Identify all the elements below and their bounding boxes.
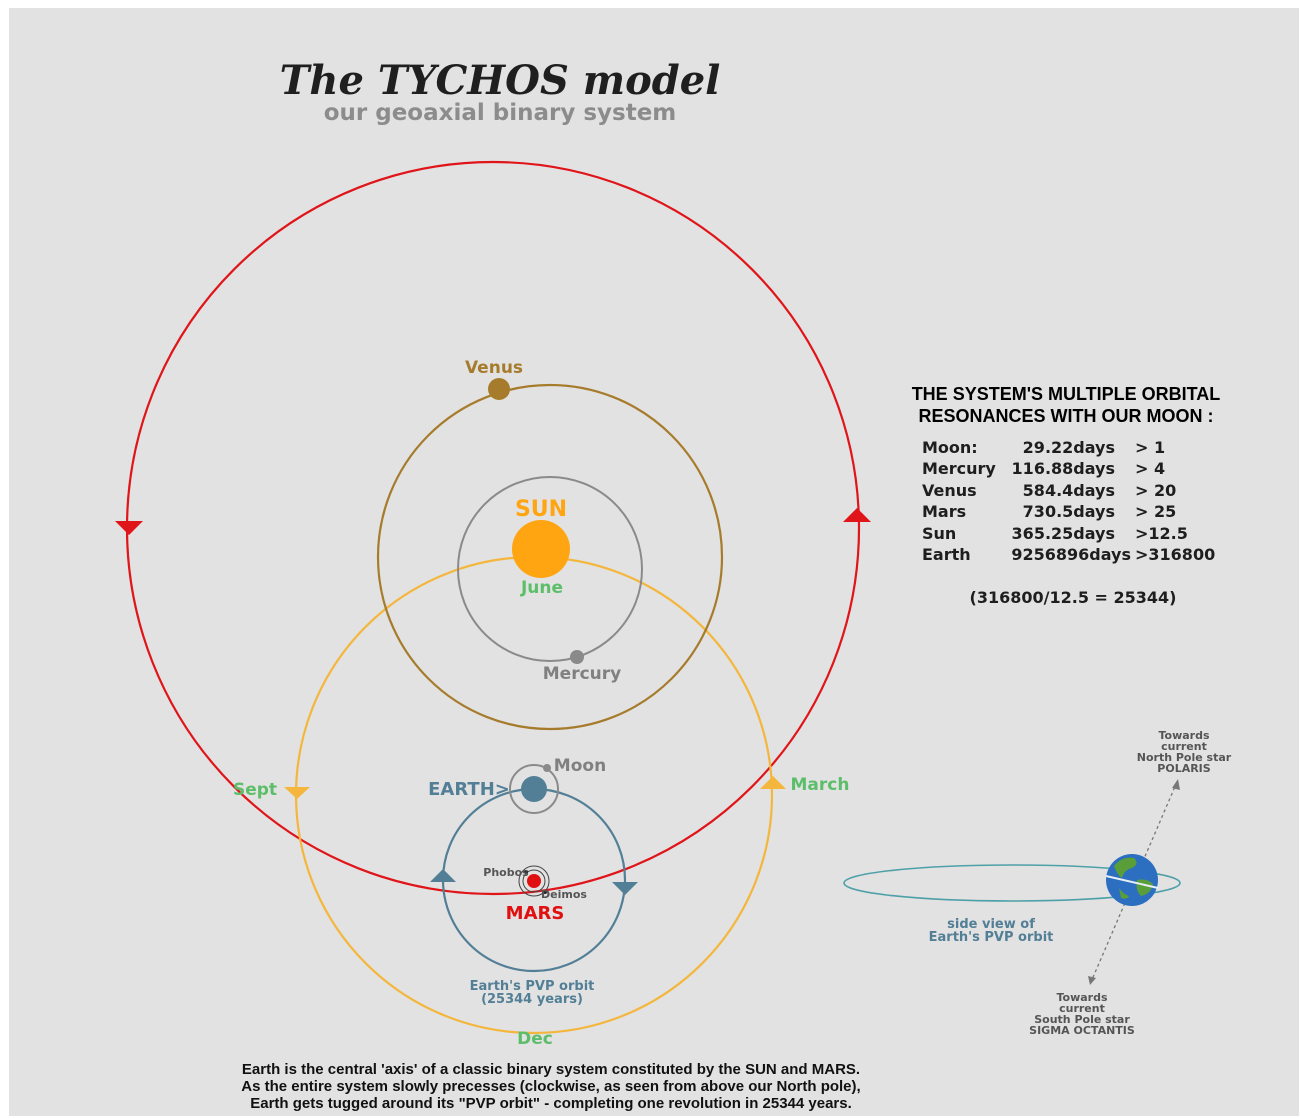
resonance-ratio: > 25: [1135, 502, 1176, 521]
sun-orbit-arrow-march: [760, 776, 786, 789]
axis-arrow-north: [1172, 779, 1180, 790]
resonance-body: Earth: [922, 545, 971, 564]
resonance-ratio: >12.5: [1135, 524, 1188, 543]
north-pole-note-line4: POLARIS: [1157, 762, 1210, 775]
phobos-moon: [524, 870, 528, 874]
resonance-body: Venus: [922, 481, 977, 500]
march-label: March: [791, 775, 850, 795]
south-pole-note-line3: South Pole star: [1034, 1013, 1130, 1026]
venus-planet: [488, 378, 510, 400]
south-pole-note-line1: Towards: [1056, 991, 1107, 1004]
pvp-orbit-label-line2: (25344 years): [481, 992, 583, 1007]
mars-moons-orbit-inner: [522, 869, 546, 893]
sun-body: [512, 520, 570, 578]
venus-label: Venus: [465, 358, 523, 378]
pvp-orbit-label-line1: Earth's PVP orbit: [470, 979, 595, 994]
resonance-period: 584.4days: [1023, 481, 1115, 500]
caption-line1: Earth is the central 'axis' of a classic…: [242, 1061, 860, 1078]
dec-label: Dec: [517, 1029, 553, 1049]
resonances-table: Moon: 29.22days > 1 Mercury 116.88days >…: [922, 438, 1215, 564]
mars-label: MARS: [506, 903, 565, 924]
resonance-period: 365.25days: [1012, 524, 1115, 543]
venus-orbit: [376, 383, 724, 731]
south-pole-note-line4: SIGMA OCTANTIS: [1029, 1024, 1135, 1037]
mars-orbit-arrow-right: [843, 508, 871, 522]
page-title: The TYCHOS model: [280, 57, 721, 104]
resonance-period: 116.88days: [1012, 459, 1115, 478]
resonance-ratio: > 20: [1135, 481, 1176, 500]
moon-orbit: [509, 764, 559, 814]
june-label: June: [520, 578, 563, 598]
pvp-orbit-arrow-left: [430, 869, 456, 882]
mars-orbit-arrow-left: [115, 521, 143, 535]
diagram-canvas: The TYCHOS model our geoaxial binary sys…: [9, 8, 1299, 1116]
resonance-period: 730.5days: [1023, 502, 1115, 521]
sun-label: SUN: [515, 497, 567, 522]
side-view-caption-line2: Earth's PVP orbit: [929, 930, 1054, 945]
moon-body: [543, 764, 551, 772]
north-pole-note-line2: current: [1161, 740, 1207, 753]
resonance-formula: (316800/12.5 = 25344): [970, 588, 1177, 607]
resonance-period: 9256896days: [1011, 545, 1131, 564]
mars-moons-orbit-outer: [518, 865, 550, 897]
caption-line2: As the entire system slowly precesses (c…: [241, 1078, 860, 1095]
south-pole-note-line2: current: [1059, 1002, 1105, 1015]
pvp-orbit-arrow-right: [612, 882, 638, 895]
mercury-label: Mercury: [543, 664, 621, 684]
deimos-label: Deimos: [541, 888, 587, 901]
resonance-period: 29.22days: [1023, 438, 1115, 457]
earth-globe-icon: [1105, 854, 1159, 906]
resonances-heading-line2: RESONANCES WITH OUR MOON :: [919, 406, 1214, 426]
moon-label: Moon: [554, 756, 606, 776]
resonance-ratio: >316800: [1135, 545, 1215, 564]
resonance-ratio: > 1: [1135, 438, 1165, 457]
earth-body: [521, 776, 547, 802]
resonance-body: Sun: [922, 524, 956, 543]
north-pole-note-line3: North Pole star: [1137, 751, 1232, 764]
resonances-heading-line1: THE SYSTEM'S MULTIPLE ORBITAL: [912, 384, 1221, 404]
caption-line3: Earth gets tugged around its "PVP orbit"…: [250, 1095, 852, 1112]
north-pole-note-line1: Towards: [1158, 729, 1209, 742]
resonance-body: Mercury: [922, 459, 996, 478]
mars-planet: [527, 874, 541, 888]
tychos-diagram: The TYCHOS model our geoaxial binary sys…: [115, 57, 1232, 1112]
axis-arrow-south: [1088, 976, 1096, 985]
deimos-moon: [543, 890, 547, 894]
resonance-ratio: > 4: [1135, 459, 1165, 478]
side-view-orbit: [843, 864, 1181, 902]
side-view-caption-line1: side view of: [947, 917, 1035, 932]
mercury-orbit: [457, 476, 643, 662]
earth-label: EARTH>: [428, 779, 510, 800]
mercury-planet: [570, 650, 584, 664]
resonance-body: Mars: [922, 502, 966, 521]
resonance-body: Moon:: [922, 438, 978, 457]
page-subtitle: our geoaxial binary system: [324, 100, 677, 126]
sept-label: Sept: [233, 780, 277, 800]
sun-orbit-arrow-sept: [284, 787, 310, 799]
phobos-label: Phobos: [483, 866, 529, 879]
